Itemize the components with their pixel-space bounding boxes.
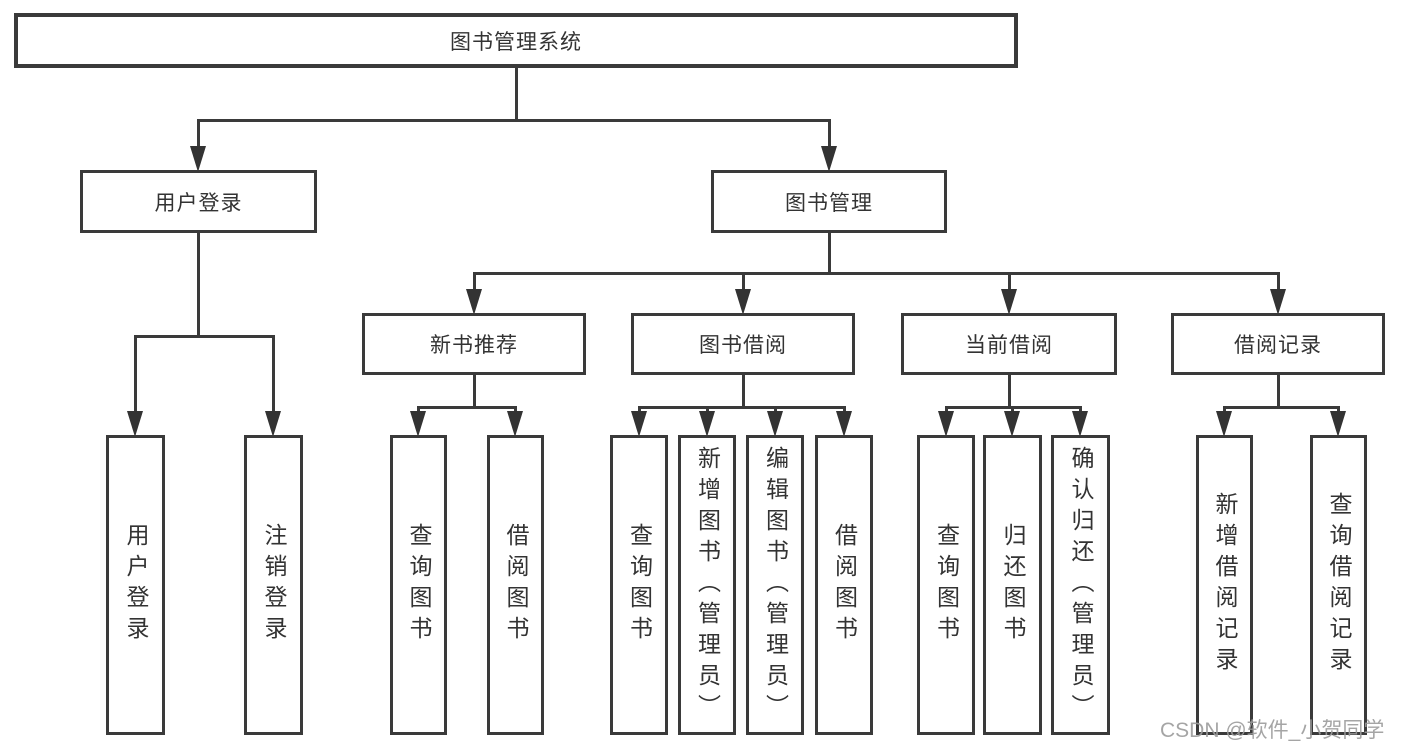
connector-drop [134, 336, 137, 413]
node-label-bb-edit: 编辑图书（管理员） [762, 445, 789, 725]
connector-stem [1276, 375, 1280, 409]
arrow-down-icon [698, 411, 715, 437]
connector-stem [197, 233, 200, 338]
arrow-down-icon [127, 411, 143, 437]
connector-drop [944, 407, 948, 413]
connector-drop [1007, 273, 1011, 291]
arrow-down-icon [265, 411, 281, 437]
arrow-down-icon [630, 411, 647, 437]
node-user-login: 用户登录 [80, 170, 317, 233]
watermark: CSDN @软件_小贺同学 [1160, 719, 1385, 742]
node-label-nr-borrow: 借阅图书 [503, 523, 529, 647]
node-label-bb-borrow: 借阅图书 [831, 523, 858, 647]
node-br-query: 查询借阅记录 [1310, 435, 1367, 735]
node-label-leaf-logout: 注销登录 [261, 523, 287, 647]
node-new-rec: 新书推荐 [362, 313, 586, 375]
node-label-user-login: 用户登录 [154, 191, 243, 215]
connector-rail [472, 271, 1280, 275]
node-bb-edit: 编辑图书（管理员） [746, 435, 804, 735]
connector-drop [705, 407, 709, 413]
node-label-leaf-user-login: 用户登录 [123, 523, 149, 647]
node-nr-borrow: 借阅图书 [487, 435, 544, 735]
arrow-down-icon [1000, 289, 1017, 315]
node-leaf-user-login: 用户登录 [106, 435, 165, 735]
connector-drop [842, 407, 846, 413]
connector-drop [197, 120, 200, 148]
connector-drop [1276, 273, 1280, 291]
node-root: 图书管理系统 [14, 13, 1018, 68]
connector-drop [272, 336, 275, 413]
connector-stem [1007, 375, 1011, 409]
arrow-down-icon [410, 411, 426, 437]
node-cb-confirm: 确认归还（管理员） [1051, 435, 1110, 735]
connector-drop [1223, 407, 1226, 413]
node-cb-return: 归还图书 [983, 435, 1042, 735]
connector-drop [773, 407, 777, 413]
node-current-borrow: 当前借阅 [901, 313, 1117, 375]
node-label-cb-confirm: 确认归还（管理员） [1068, 445, 1094, 725]
node-bb-add: 新增图书（管理员） [678, 435, 736, 735]
arrow-down-icon [937, 411, 954, 437]
connector-stem [741, 375, 745, 409]
node-label-book-borrow: 图书借阅 [699, 334, 787, 357]
arrow-down-icon [820, 146, 837, 172]
connector-drop [417, 407, 420, 413]
connector-stem [472, 375, 476, 409]
arrow-down-icon [1216, 411, 1232, 437]
node-label-current-borrow: 当前借阅 [965, 334, 1053, 357]
arrow-down-icon [1072, 411, 1088, 437]
arrow-down-icon [1330, 411, 1346, 437]
node-label-nr-query: 查询图书 [406, 523, 432, 647]
node-label-book-mgmt: 图书管理 [785, 191, 873, 215]
node-label-new-rec: 新书推荐 [430, 334, 518, 357]
arrow-down-icon [766, 411, 783, 437]
connector-drop [1337, 407, 1340, 413]
node-book-borrow: 图书借阅 [631, 313, 855, 375]
connector-rail [417, 405, 517, 409]
node-bb-query: 查询图书 [610, 435, 668, 735]
node-label-bb-add: 新增图书（管理员） [694, 445, 721, 725]
arrow-down-icon [734, 289, 751, 315]
node-br-add: 新增借阅记录 [1196, 435, 1253, 735]
node-label-root: 图书管理系统 [450, 30, 582, 54]
arrow-down-icon [1269, 289, 1286, 315]
arrow-down-icon [835, 411, 852, 437]
connector-drop [1079, 407, 1082, 413]
connector-drop [637, 407, 641, 413]
node-cb-query: 查询图书 [917, 435, 975, 735]
connector-drop [741, 273, 745, 291]
connector-drop [827, 120, 831, 148]
node-bb-borrow: 借阅图书 [815, 435, 873, 735]
connector-rail [1223, 405, 1340, 409]
node-label-br-query: 查询借阅记录 [1326, 492, 1352, 678]
connector-rail [134, 334, 275, 338]
connector-stem [827, 233, 831, 275]
connector-rail [197, 118, 831, 122]
connector-drop [514, 407, 517, 413]
node-label-bb-query: 查询图书 [626, 523, 653, 647]
node-borrow-record: 借阅记录 [1171, 313, 1385, 375]
arrow-down-icon [1004, 411, 1020, 437]
connector-stem [514, 68, 518, 122]
connector-drop [1011, 407, 1014, 413]
node-book-mgmt: 图书管理 [711, 170, 947, 233]
arrow-down-icon [507, 411, 523, 437]
node-label-borrow-record: 借阅记录 [1234, 334, 1322, 357]
arrow-down-icon [465, 289, 482, 315]
node-nr-query: 查询图书 [390, 435, 447, 735]
connector-drop [472, 273, 476, 291]
node-label-br-add: 新增借阅记录 [1212, 492, 1238, 678]
node-label-cb-query: 查询图书 [933, 523, 960, 647]
arrow-down-icon [190, 146, 206, 172]
connector-rail [637, 405, 846, 409]
node-leaf-logout: 注销登录 [244, 435, 303, 735]
node-label-cb-return: 归还图书 [1000, 523, 1026, 647]
